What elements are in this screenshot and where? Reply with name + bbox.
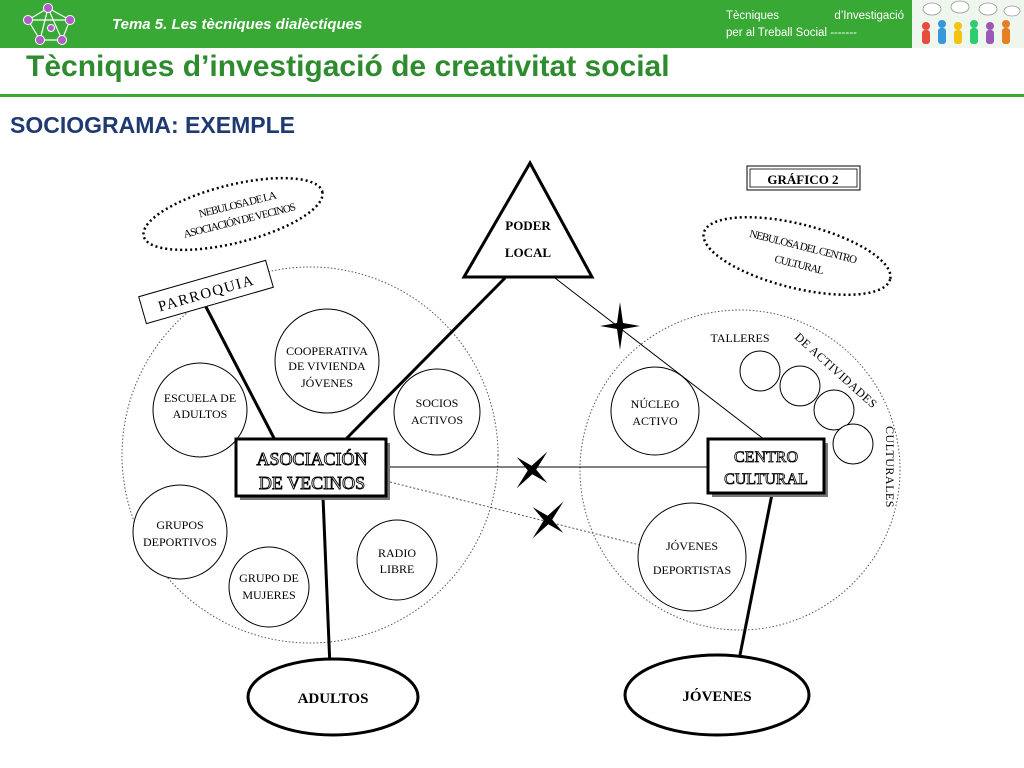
course-name-part-2: d’Investigació: [834, 10, 904, 22]
radio-libre-label-1: RADIO: [378, 546, 416, 560]
culturales-label: CULTURALES: [883, 426, 897, 508]
radio-libre-node: [356, 519, 438, 601]
page-title: Tècniques d’investigació de creativitat …: [26, 50, 670, 83]
escuela-adultos-label-2: ADULTOS: [173, 407, 228, 421]
parroquia-box: PARROQUIA: [138, 259, 274, 325]
cooperativa-label-2: DE VIVIENDA: [288, 359, 366, 373]
escuela-adultos-label-1: ESCUELA DE: [164, 391, 236, 405]
centro-cultural-label-2: CULTURAL: [724, 471, 808, 488]
adultos-ellipse: [246, 657, 420, 737]
socios-activos-node: [393, 368, 481, 456]
nebula-left-ellipse: [142, 176, 324, 252]
asociacion-label-2: DE VECINOS: [259, 473, 365, 493]
figure-label-box: [746, 165, 861, 191]
course-name-line-2: per al Treball Social -------: [726, 27, 857, 39]
jovenes-ellipse: [623, 653, 811, 737]
taller-node: [832, 423, 874, 465]
header-bar: Tema 5. Les tècniques dialèctiques Tècni…: [0, 0, 1024, 48]
header-green-band: [0, 0, 912, 48]
figure-label-box-inner: [749, 168, 858, 188]
grupos-deportivos-label-1: GRUPOS: [156, 518, 203, 532]
conflict-star-icon: [516, 451, 548, 489]
grupo-mujeres-node: [228, 546, 310, 628]
jovenes-deportistas-label-1: JÓVENES: [666, 539, 718, 553]
conflict-star-icon: [600, 302, 640, 350]
jovenes-deportistas-node: [637, 502, 747, 612]
nucleo-activo-label-2: ACTIVO: [632, 414, 678, 428]
conflict-star-icon: [532, 501, 564, 539]
poder-local-triangle: [461, 159, 595, 279]
asociacion-label-1: ASOCIACIÓN: [256, 448, 367, 469]
section-title: SOCIOGRAMA: EXEMPLE: [10, 112, 295, 138]
poder-local-label-1: PODER: [505, 218, 551, 233]
cooperativa-label-3: JÓVENES: [301, 376, 353, 390]
link-parroquia-asociacion: [203, 304, 277, 441]
people-speech-bubbles-icon: [912, 0, 1024, 48]
taller-node: [779, 365, 821, 407]
neighbors-association-sphere: [121, 266, 499, 644]
link-poder-centro: [554, 277, 766, 441]
cultural-center-sphere: [579, 309, 901, 631]
socios-activos-label-2: ACTIVOS: [411, 413, 463, 427]
network-logo-icon: [23, 3, 75, 45]
taller-node: [813, 389, 855, 431]
talleres-label: TALLERES: [710, 331, 769, 345]
centro-cultural-box: [706, 437, 826, 495]
centro-cultural-label-1: CENTRO: [734, 449, 798, 466]
course-name-part-1: Tècniques: [726, 10, 780, 22]
course-subtitle: Tema 5. Les tècniques dialèctiques: [112, 16, 363, 33]
asociacion-box: [234, 437, 388, 498]
cooperativa-node: [274, 308, 380, 414]
adultos-label: ADULTOS: [298, 691, 369, 707]
figure-label: GRÁFICO 2: [767, 172, 838, 187]
escuela-adultos-node: [152, 362, 248, 458]
link-centro-jovenes: [738, 493, 774, 656]
link-asociacion-jovenes-deportistas: [389, 481, 641, 546]
socios-activos-label-1: SOCIOS: [416, 396, 459, 410]
taller-node: [739, 350, 781, 392]
grupo-mujeres-label-1: GRUPO DE: [239, 571, 299, 585]
cooperativa-label-1: COOPERATIVA: [286, 344, 368, 358]
nucleo-activo-label-1: NÚCLEO: [631, 397, 680, 411]
poder-local-label-2: LOCAL: [505, 245, 552, 260]
radio-libre-label-2: LIBRE: [380, 562, 415, 576]
link-poder-asociacion: [343, 276, 507, 442]
nucleo-activo-node: [610, 366, 700, 456]
jovenes-deportistas-label-2: DEPORTISTAS: [653, 563, 731, 577]
jovenes-label: JÓVENES: [682, 688, 751, 705]
grupo-mujeres-label-2: MUJERES: [242, 588, 295, 602]
title-divider: [0, 94, 1024, 97]
nebula-right-ellipse: [702, 215, 892, 297]
grupos-deportivos-node: [132, 484, 228, 580]
course-name: Tècniques d’Investigació per al Treball …: [726, 8, 904, 42]
link-asociacion-adultos: [321, 496, 332, 669]
grupos-deportivos-label-2: DEPORTIVOS: [143, 535, 217, 549]
